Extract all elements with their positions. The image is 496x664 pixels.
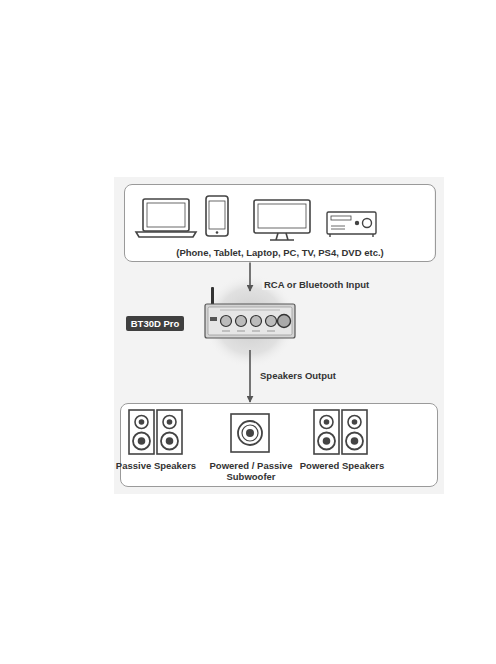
caption-text: Powered Speakers [292, 460, 392, 471]
amplifier-node: BT30D Pro [128, 292, 300, 350]
speaker-icon [342, 410, 367, 454]
caption-text: (Phone, Tablet, Laptop, PC, TV, PS4, DVD… [130, 247, 430, 258]
source-panel-fill [124, 184, 434, 262]
tablet-icon [206, 196, 228, 236]
speaker-icons [129, 410, 367, 454]
edge-label: RCA or Bluetooth Input [262, 279, 371, 290]
caption-text: Passive Speakers [106, 460, 206, 471]
signal-arrow [249, 350, 251, 402]
model-tag: BT30D Pro [126, 316, 185, 331]
subwoofer-icon [231, 414, 269, 452]
speakers-panel: Passive SpeakersPowered / Passive Subwoo… [120, 403, 438, 487]
speaker-icon [314, 410, 339, 454]
caption-text: Powered / Passive Subwoofer [203, 460, 299, 483]
speaker-icon [157, 410, 182, 454]
background-panel [114, 177, 444, 494]
amplifier-device [205, 287, 295, 338]
laptop-icon [136, 199, 196, 237]
source-devices-panel: (Phone, Tablet, Laptop, PC, TV, PS4, DVD… [124, 184, 436, 262]
monitor-icon [254, 200, 310, 240]
speaker-icon [129, 410, 154, 454]
speaker-panel-fill [120, 403, 438, 487]
signal-arrow [249, 262, 251, 291]
edge-label: Speakers Output [258, 370, 338, 381]
dvd-player-icon [327, 212, 376, 237]
